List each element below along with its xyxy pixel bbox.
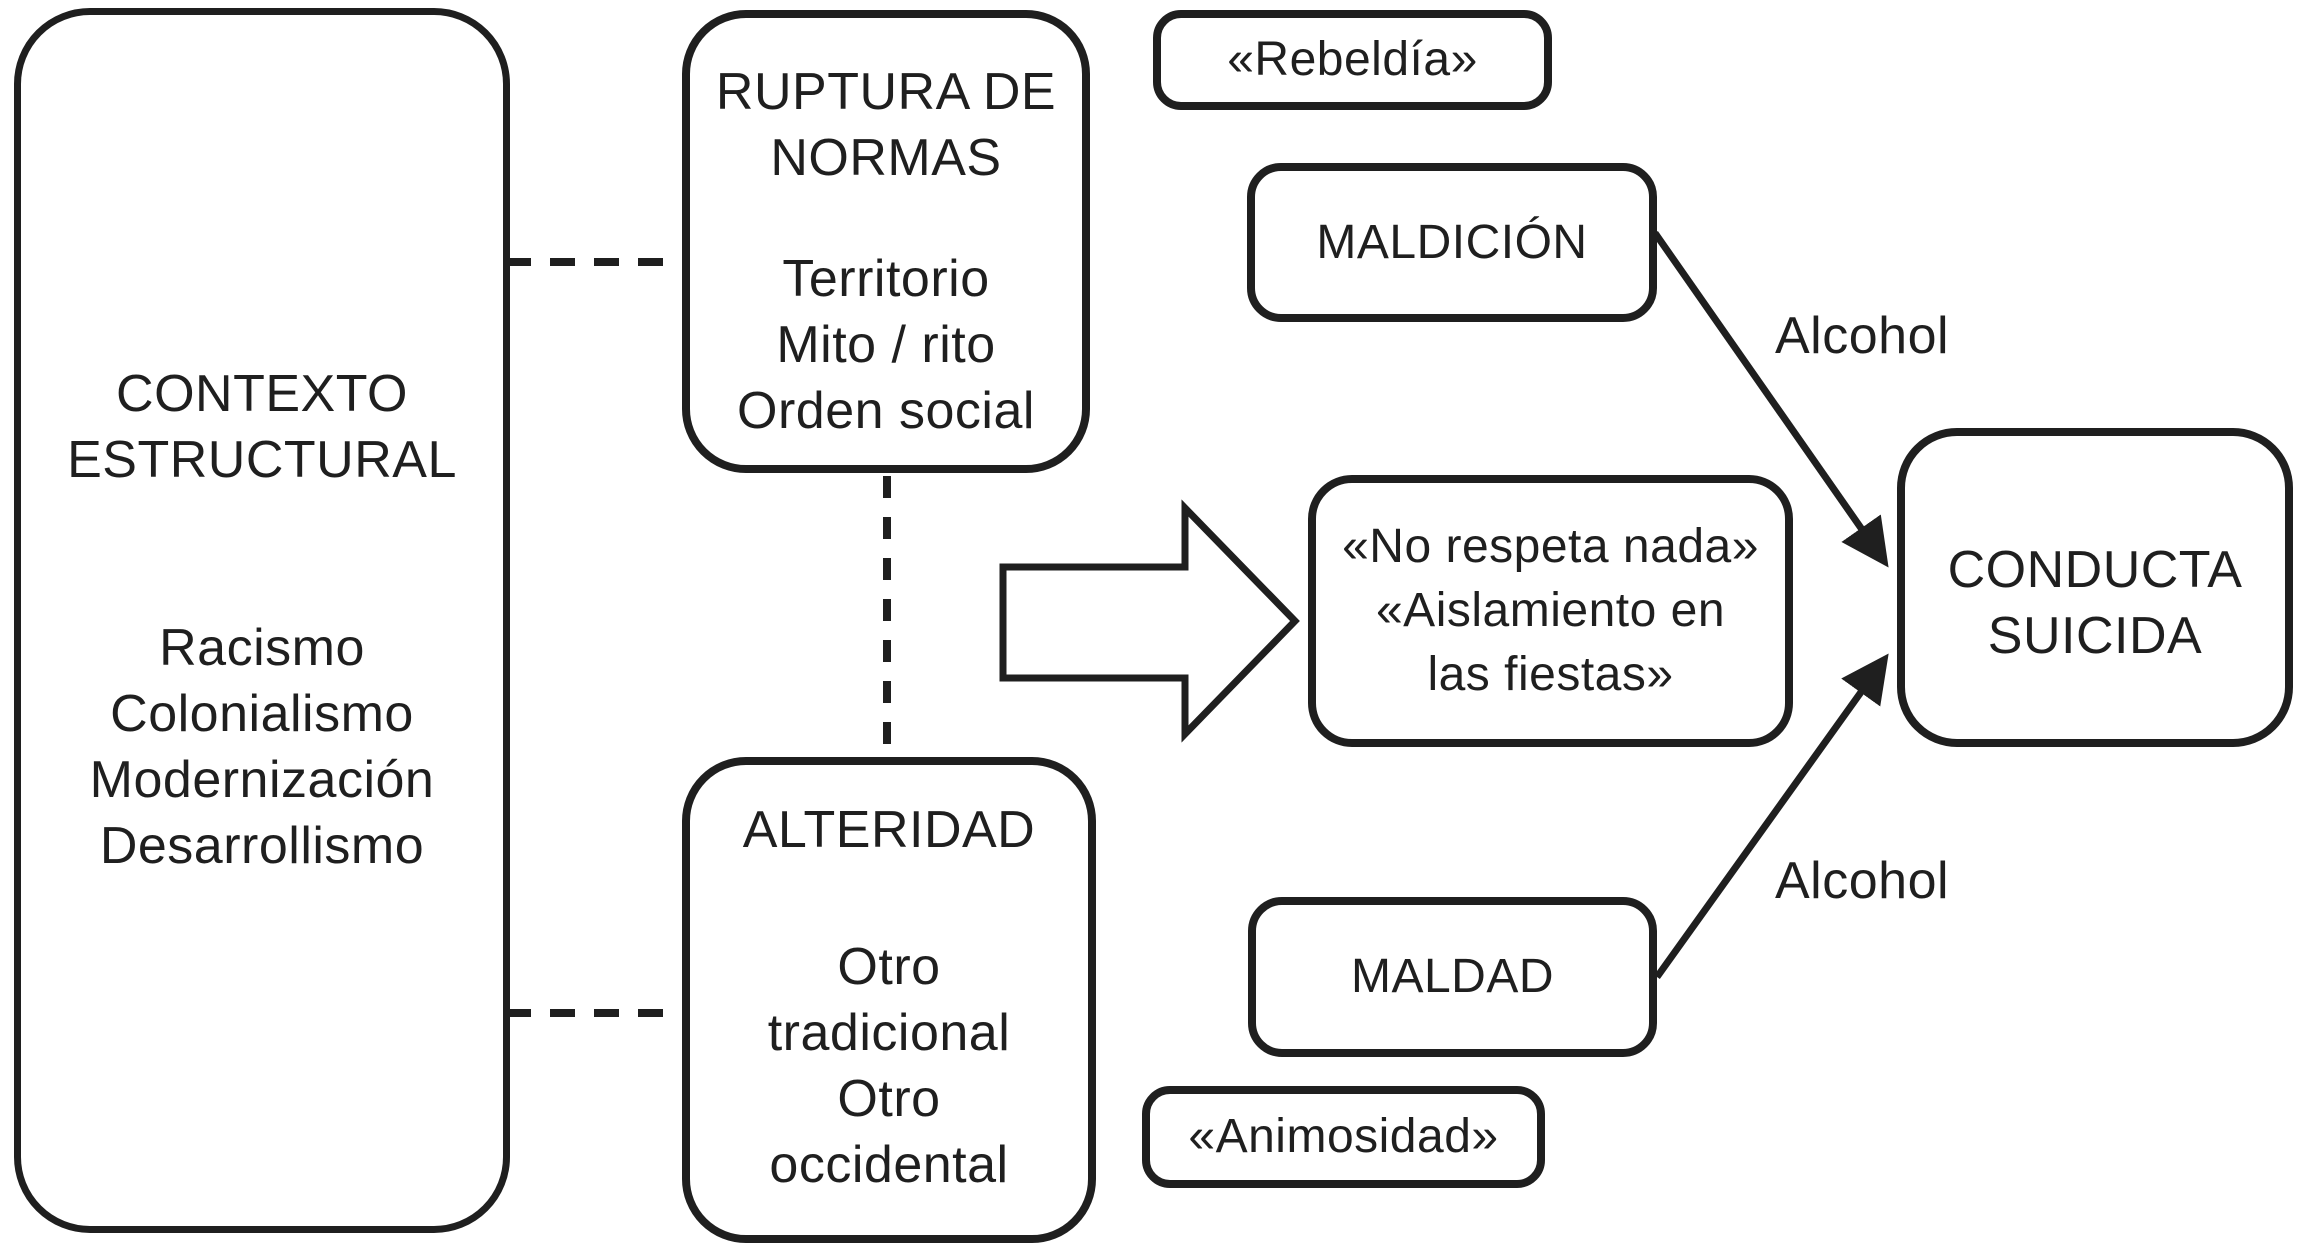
quote-line: las fiestas» [1427,648,1674,701]
node-title-line: CONDUCTA [1947,540,2243,599]
node-item: Desarrollismo [99,817,425,875]
node-label: «Animosidad» [1188,1110,1499,1163]
node-title: CONTEXTO ESTRUCTURAL [21,361,503,493]
node-item: Otro [837,938,941,996]
quote-line: «Aislamiento en [1375,584,1726,637]
node-label: MALDAD [1350,950,1555,1003]
edge-label-alcohol-top: Alcohol [1775,307,1950,365]
node-item: Colonialismo [110,685,414,743]
quote-line: «No respeta nada» [1342,520,1759,573]
node-item: Territorio [782,250,990,308]
node-label: «Rebeldía» [1227,33,1478,86]
arrow-maldad-conducta [1654,653,1889,980]
node-item: Otro [837,1070,941,1128]
block-arrow-icon [999,499,1300,743]
node-title-line: SUICIDA [1987,606,2203,665]
node-animosidad: «Animosidad» [1142,1086,1545,1188]
node-item: tradicional [767,1004,1011,1062]
node-title-line: ALTERIDAD [742,801,1036,859]
node-title-line: CONTEXTO [116,365,408,423]
node-contexto-estructural: CONTEXTO ESTRUCTURAL Racismo Colonialism… [14,8,510,1233]
node-conducta-suicida: CONDUCTA SUICIDA [1897,428,2293,747]
node-maldicion: MALDICIÓN [1247,163,1657,322]
node-rebeldia: «Rebeldía» [1153,10,1552,110]
node-title-line: RUPTURA DE [715,63,1057,121]
node-title-line: NORMAS [770,129,1002,187]
edge-label-alcohol-bottom: Alcohol [1775,852,1950,910]
node-quotes: «No respeta nada» «Aislamiento en las fi… [1308,475,1793,747]
node-title: RUPTURA DE NORMAS [690,59,1082,191]
node-ruptura-de-normas: RUPTURA DE NORMAS Territorio Mito / rito… [682,10,1090,473]
node-item: occidental [769,1136,1009,1194]
node-item: Mito / rito [776,316,996,374]
node-items: Territorio Mito / rito Orden social [690,246,1082,444]
node-item: Racismo [159,619,365,677]
node-title: ALTERIDAD [690,797,1088,863]
node-item: Orden social [737,382,1035,440]
node-alteridad: ALTERIDAD Otro tradicional Otro occident… [682,757,1096,1243]
arrow-maldicion-conducta [1652,230,1889,568]
node-maldad: MALDAD [1248,897,1657,1057]
node-items: Racismo Colonialismo Modernización Desar… [21,615,503,879]
node-title-line: ESTRUCTURAL [67,431,457,489]
node-label: MALDICIÓN [1316,215,1588,269]
node-items: Otro tradicional Otro occidental [690,934,1088,1198]
node-item: Modernización [89,751,435,809]
